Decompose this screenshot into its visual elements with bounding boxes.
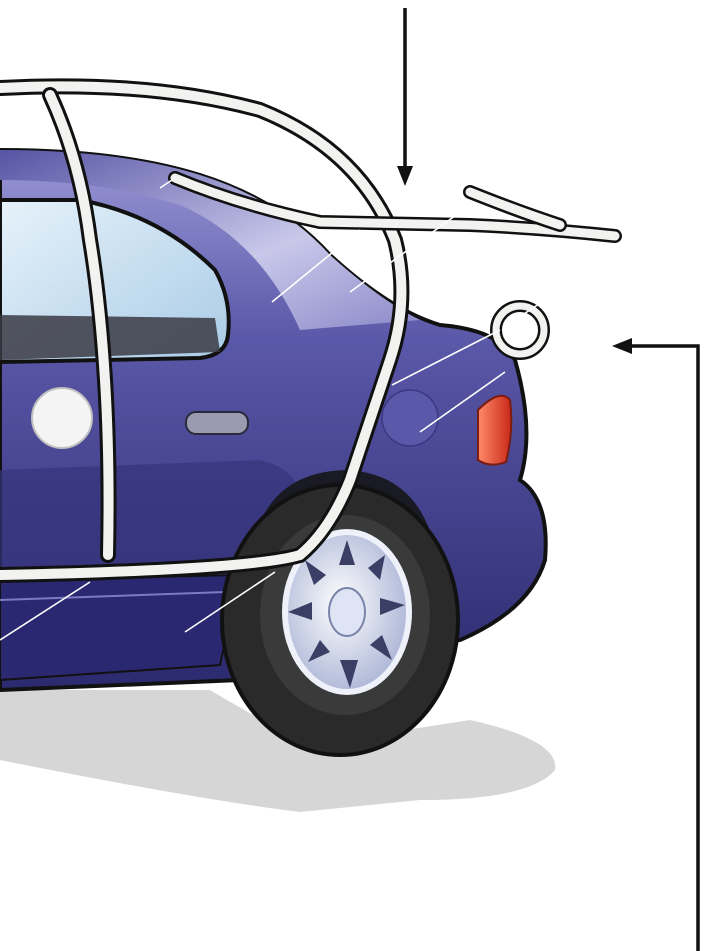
tail-light [478,396,511,465]
door-handle [186,412,248,434]
round-grommet-seal-fill [496,306,544,354]
fender-flap [382,390,438,446]
wheel-hub [329,588,365,636]
rocker-panel [0,575,240,680]
arrow-left-bracket-icon [612,338,698,951]
arrow-down-icon [397,8,413,186]
fuel-cap [32,388,92,448]
